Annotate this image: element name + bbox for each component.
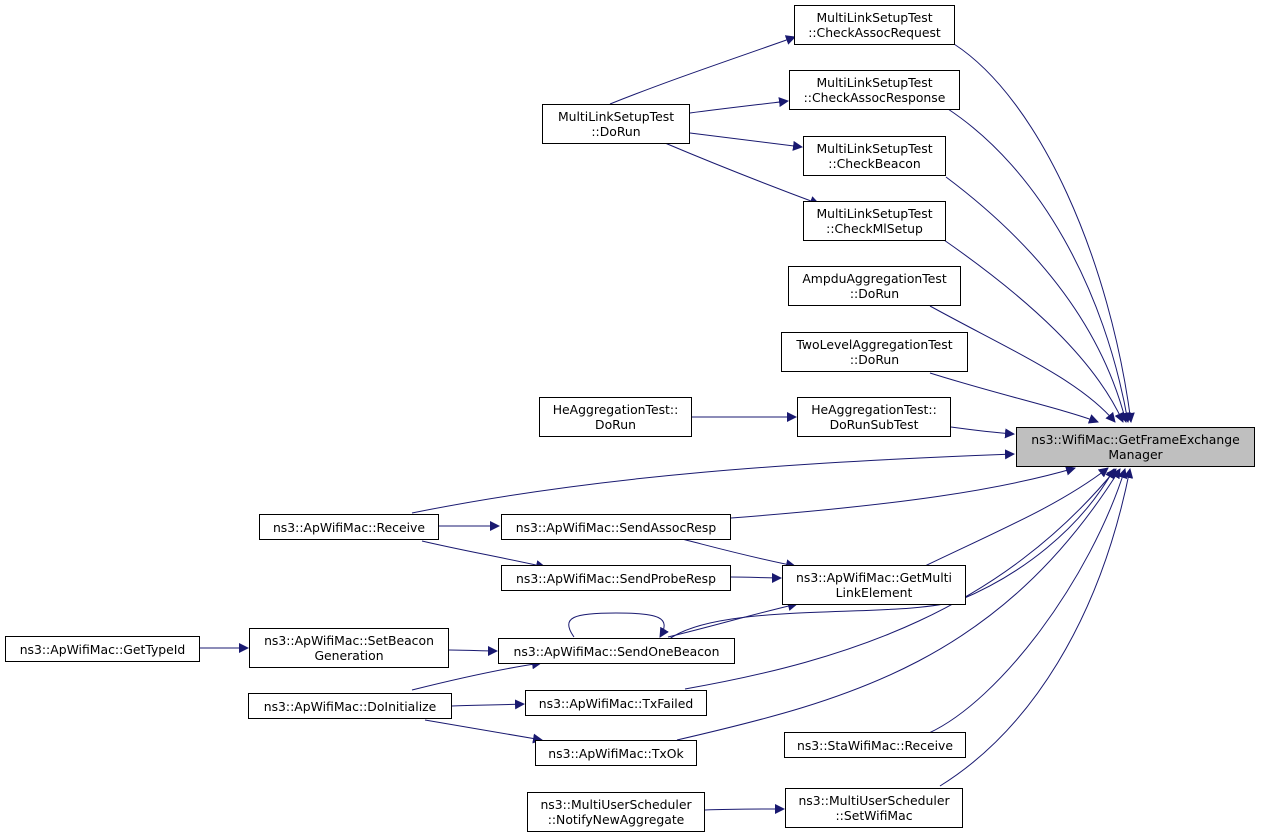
- node-he-do-run[interactable]: HeAggregationTest:: DoRun: [539, 397, 692, 437]
- node-label-line-2: Manager: [1108, 447, 1163, 462]
- node-label-line-1: MultiLinkSetupTest: [816, 10, 933, 25]
- node-label-line-2: ::DoRun: [591, 124, 641, 139]
- node-label-line-2: ::NotifyNewAggregate: [547, 812, 685, 827]
- node-check-assoc-request[interactable]: MultiLinkSetupTest ::CheckAssocRequest: [794, 5, 955, 45]
- node-ap-tx-failed[interactable]: ns3::ApWifiMac::TxFailed: [525, 690, 707, 716]
- node-get-frame-exchange-manager[interactable]: ns3::WifiMac::GetFrameExchange Manager: [1016, 427, 1255, 467]
- node-label-line-1: MultiLinkSetupTest: [557, 109, 675, 124]
- node-label: ns3::ApWifiMac::Receive: [272, 519, 426, 535]
- edge-sendassocresp-to-getmultilinkelement: [677, 537, 796, 570]
- node-label-line-1: AmpduAggregationTest: [802, 271, 947, 286]
- edge-txfailed-to-focus: [684, 468, 1117, 690]
- edge-checkassocresponse-to-focus: [947, 108, 1132, 423]
- node-label-line-2: Generation: [314, 648, 384, 663]
- node-label: ns3::ApWifiMac::TxFailed: [538, 695, 694, 711]
- node-label-line-1: ns3::ApWifiMac::GetMulti: [796, 570, 952, 585]
- node-ap-receive[interactable]: ns3::ApWifiMac::Receive: [259, 514, 439, 540]
- node-label-line-1: ns3::MultiUserScheduler: [798, 793, 950, 808]
- node-two-level-do-run[interactable]: TwoLevelAggregationTest ::DoRun: [781, 332, 968, 372]
- edge-sendonebeacon-to-getmultilinkelement: [667, 601, 798, 638]
- node-mus-notify-new-aggregate[interactable]: ns3::MultiUserScheduler ::NotifyNewAggre…: [527, 792, 705, 832]
- node-check-beacon[interactable]: MultiLinkSetupTest ::CheckBeacon: [803, 136, 946, 176]
- edge-checkbeacon-to-focus: [945, 176, 1129, 423]
- edge-twoleveldorun-to-focus: [929, 372, 1099, 424]
- node-he-do-run-sub-test[interactable]: HeAggregationTest:: DoRunSubTest: [797, 397, 951, 437]
- node-label: ns3::ApWifiMac::SendProbeResp: [516, 570, 716, 586]
- edge-setwifimac-to-focus: [939, 468, 1134, 787]
- node-label: ns3::ApWifiMac::TxOk: [548, 745, 684, 761]
- edge-getmultilinkelement-to-focus: [924, 467, 1109, 567]
- node-label: ns3::ApWifiMac::GetTypeId: [19, 641, 186, 657]
- edge-notifynewaggregate-to-setwifimac: [704, 804, 785, 815]
- edge-sendonebeacon-self-loop: [568, 612, 669, 638]
- edge-apreceive-to-focus: [411, 449, 1015, 514]
- edges: [200, 35, 1135, 815]
- edge-hedorunsubtest-to-focus: [950, 426, 1015, 439]
- node-label-line-1: MultiLinkSetupTest: [816, 206, 933, 221]
- edge-setbeacongeneration-to-sendonebeacon: [448, 645, 498, 656]
- edge-ampdudorun-to-focus: [929, 305, 1116, 423]
- node-label: ns3::ApWifiMac::DoInitialize: [263, 698, 437, 714]
- node-mus-set-wifi-mac[interactable]: ns3::MultiUserScheduler ::SetWifiMac: [785, 788, 963, 828]
- node-label-line-2: ::CheckBeacon: [828, 156, 921, 171]
- node-check-ml-setup[interactable]: MultiLinkSetupTest ::CheckMlSetup: [803, 201, 946, 241]
- edge-checkmlsetup-to-focus: [943, 239, 1124, 423]
- node-label: ns3::ApWifiMac::SendOneBeacon: [513, 643, 720, 659]
- node-label: ns3::ApWifiMac::SendAssocResp: [515, 519, 717, 535]
- node-ap-do-initialize[interactable]: ns3::ApWifiMac::DoInitialize: [248, 693, 452, 719]
- edge-apreceive-to-sendproberesp: [421, 540, 546, 570]
- node-label-line-1: MultiLinkSetupTest: [816, 141, 933, 156]
- edge-sendassocresp-to-focus: [730, 465, 1076, 519]
- node-label-line-2: LinkElement: [835, 585, 913, 600]
- node-label-line-1: TwoLevelAggregationTest: [796, 337, 953, 352]
- node-ap-send-assoc-resp[interactable]: ns3::ApWifiMac::SendAssocResp: [501, 514, 731, 540]
- node-label-line-1: HeAggregationTest::: [552, 402, 679, 417]
- node-ap-send-probe-resp[interactable]: ns3::ApWifiMac::SendProbeResp: [501, 565, 731, 591]
- node-ap-tx-ok[interactable]: ns3::ApWifiMac::TxOk: [535, 740, 697, 766]
- node-ap-get-type-id[interactable]: ns3::ApWifiMac::GetTypeId: [5, 636, 200, 662]
- edge-mlstdorun-to-checkbeacon: [689, 132, 803, 151]
- node-sta-receive[interactable]: ns3::StaWifiMac::Receive: [784, 732, 966, 758]
- node-label-line-1: ns3::ApWifiMac::SetBeacon: [264, 633, 434, 648]
- node-label-line-1: ns3::WifiMac::GetFrameExchange: [1031, 432, 1240, 447]
- node-label-line-2: ::DoRun: [849, 352, 900, 367]
- node-label-line-2: ::SetWifiMac: [835, 808, 913, 823]
- node-label-line-2: DoRun: [595, 417, 636, 432]
- node-label-line-1: ns3::MultiUserScheduler: [540, 797, 692, 812]
- edge-mlstdorun-to-checkassocresponse: [689, 97, 789, 114]
- node-check-assoc-response[interactable]: MultiLinkSetupTest ::CheckAssocResponse: [789, 70, 960, 110]
- edge-sendonebeacon-to-focus: [667, 468, 1115, 641]
- node-label-line-2: ::CheckMlSetup: [826, 221, 923, 236]
- edge-stareceive-to-focus: [928, 468, 1128, 734]
- node-label-line-1: HeAggregationTest::: [811, 402, 937, 417]
- node-ampdu-do-run[interactable]: AmpduAggregationTest ::DoRun: [788, 266, 961, 306]
- node-label-line-2: ::CheckAssocResponse: [803, 90, 946, 105]
- node-label-line-1: MultiLinkSetupTest: [816, 75, 933, 90]
- node-mlst-do-run[interactable]: MultiLinkSetupTest ::DoRun: [542, 104, 690, 144]
- edge-txok-to-focus: [676, 468, 1121, 741]
- node-label: ns3::StaWifiMac::Receive: [796, 737, 954, 753]
- node-ap-send-one-beacon[interactable]: ns3::ApWifiMac::SendOneBeacon: [498, 638, 735, 664]
- edge-doinitialize-to-txfailed: [451, 699, 525, 710]
- node-ap-set-beacon-generation[interactable]: ns3::ApWifiMac::SetBeacon Generation: [249, 628, 449, 668]
- node-label-line-2: DoRunSubTest: [829, 417, 919, 432]
- edge-mlstdorun-to-checkassocrequest: [609, 35, 796, 105]
- edge-doinitialize-to-sendonebeacon: [411, 659, 542, 691]
- edge-doinitialize-to-txok: [424, 719, 543, 744]
- node-label-line-2: ::CheckAssocRequest: [808, 25, 941, 40]
- edge-mlstdorun-to-checkmlsetup: [664, 142, 820, 206]
- edge-checkassocrequest-to-focus: [953, 43, 1135, 423]
- node-ap-get-multi-link-element[interactable]: ns3::ApWifiMac::GetMulti LinkElement: [782, 565, 966, 605]
- edge-sendproberesp-to-getmultilinkelement: [729, 572, 782, 583]
- node-label-line-2: ::DoRun: [849, 286, 900, 301]
